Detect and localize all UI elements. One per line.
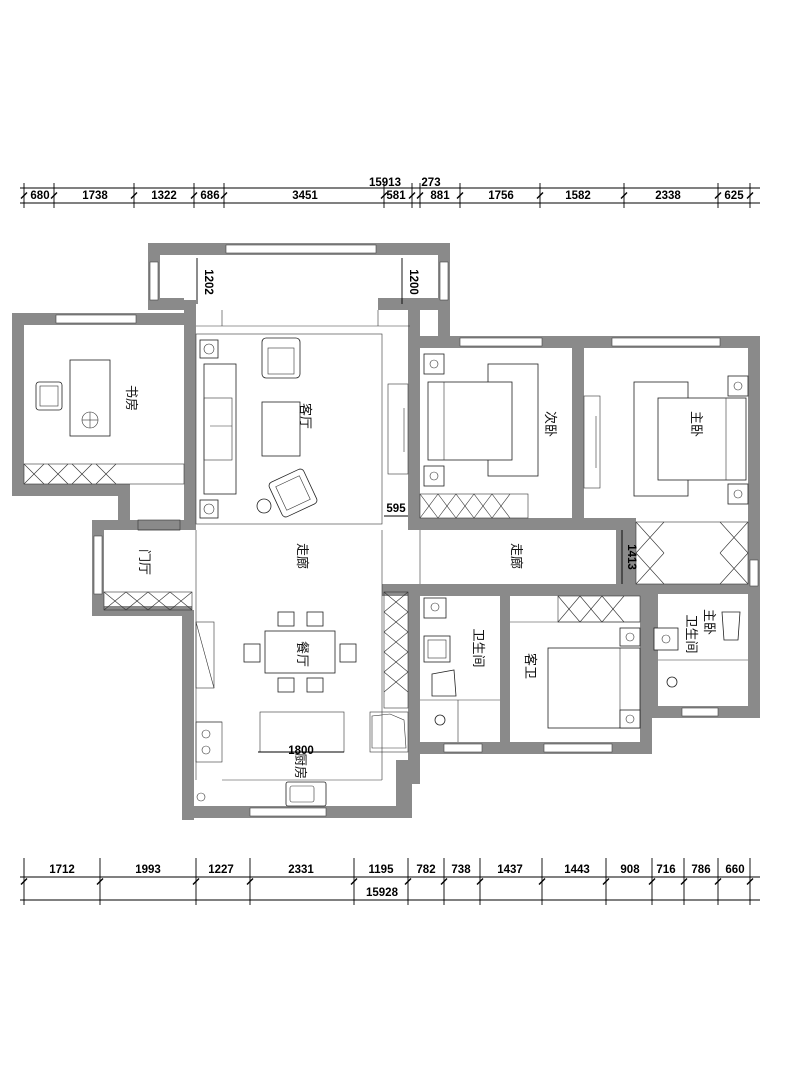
bottom-slash-3 (192, 878, 200, 885)
label-corridor-left: 走廊 (294, 543, 310, 569)
top-slash-8 (416, 192, 424, 199)
bottom-slash-9 (538, 878, 546, 885)
bottom-dim-5: 1195 (369, 864, 395, 876)
bottom-dim-12: 786 (691, 864, 710, 876)
top-dim-4: 686 (200, 190, 219, 202)
top-total-dimension: 15913 (369, 177, 401, 189)
bottom-slash-2 (96, 878, 104, 885)
top-dim-5: 3451 (292, 190, 318, 202)
top-slash-7 (408, 192, 416, 199)
bottom-dim-3: 1227 (208, 864, 234, 876)
bottom-dim-6: 782 (416, 864, 435, 876)
bottom-slash-7 (440, 878, 448, 885)
inner-dimensions: 1202 1200 595 1413 1800 (196, 258, 637, 757)
top-slash-13 (746, 192, 754, 199)
top-slash-12 (714, 192, 722, 199)
corridor-height-dimension: 1413 (625, 544, 637, 570)
top-dim-6: 581 (386, 190, 406, 202)
windows (55, 244, 759, 817)
bottom-slash-13 (714, 878, 722, 885)
furniture (35, 337, 749, 755)
top-slash-2 (50, 192, 58, 199)
top-dimension-chain: 15913 273 680 1738 1322 686 3451 581 881… (20, 177, 760, 208)
bottom-slash-4 (246, 878, 254, 885)
label-corridor-right: 走廊 (508, 543, 524, 569)
top-slash-1 (20, 192, 28, 199)
bottom-slash-5 (350, 878, 358, 885)
bottom-slash-11 (648, 878, 656, 885)
bottom-slash-12 (680, 878, 688, 885)
bottom-dim-10: 908 (620, 864, 640, 876)
label-entry-hall: 门厅 (136, 549, 151, 575)
top-extra-dimension: 273 (421, 177, 440, 189)
interior-lines (23, 310, 749, 807)
label-second-bedroom: 次卧 (542, 411, 558, 437)
bottom-total-dimension: 15928 (366, 887, 399, 899)
label-living-room: 客厅 (297, 403, 313, 429)
bottom-dim-2: 1993 (135, 864, 161, 876)
top-dim-1: 680 (30, 190, 49, 202)
label-bathroom: 卫生间 (470, 628, 485, 667)
bottom-dim-11: 716 (656, 864, 675, 876)
top-dim-3: 1322 (151, 190, 177, 202)
top-slash-5 (220, 192, 228, 199)
bottom-slash-14 (746, 878, 754, 885)
label-master-bedroom: 主卧 (688, 411, 703, 437)
label-guest-bathroom: 客卫 (522, 653, 538, 679)
top-dim-8: 1756 (488, 190, 514, 202)
bottom-dim-13: 660 (725, 864, 744, 876)
corridor-wall-dimension: 595 (386, 503, 406, 515)
top-dim-9: 1582 (565, 190, 591, 202)
bottom-dim-7: 738 (451, 864, 471, 876)
label-master-bath-line1: 主卧 (701, 609, 716, 635)
label-kitchen: 厨房 (292, 753, 308, 779)
balcony-left-dimension: 1202 (202, 269, 214, 295)
bottom-slash-8 (476, 878, 484, 885)
kitchen-counter-dimension: 1800 (288, 745, 314, 757)
top-slash-11 (620, 192, 628, 199)
bottom-dimension-chain: 1712 1993 1227 2331 1195 782 738 1437 14… (20, 858, 760, 905)
bottom-dim-1: 1712 (49, 864, 75, 876)
top-slash-4 (190, 192, 198, 199)
label-study: 书房 (123, 385, 139, 411)
bottom-dim-9: 1443 (564, 864, 590, 876)
bottom-slash-6 (404, 878, 412, 885)
bottom-dim-4: 2331 (288, 864, 314, 876)
top-slash-6 (380, 192, 388, 199)
room-labels: 书房 客厅 门厅 走廊 餐厅 厨房 次卧 主卧 走廊 卫生间 客卫 主卧 卫生间 (123, 385, 716, 779)
top-dim-2: 1738 (82, 190, 108, 202)
top-slash-9 (456, 192, 464, 199)
top-dim-10: 2338 (655, 190, 681, 202)
label-master-bath-line2: 卫生间 (683, 614, 698, 653)
bottom-slash-1 (20, 878, 28, 885)
top-dim-11: 625 (724, 190, 744, 202)
balcony-right-dimension: 1200 (407, 269, 419, 295)
top-slash-3 (130, 192, 138, 199)
top-dim-7: 881 (430, 190, 450, 202)
bottom-slash-10 (602, 878, 610, 885)
walls (12, 243, 760, 820)
top-slash-10 (536, 192, 544, 199)
label-dining-room: 餐厅 (294, 641, 310, 667)
bottom-dim-8: 1437 (497, 864, 523, 876)
